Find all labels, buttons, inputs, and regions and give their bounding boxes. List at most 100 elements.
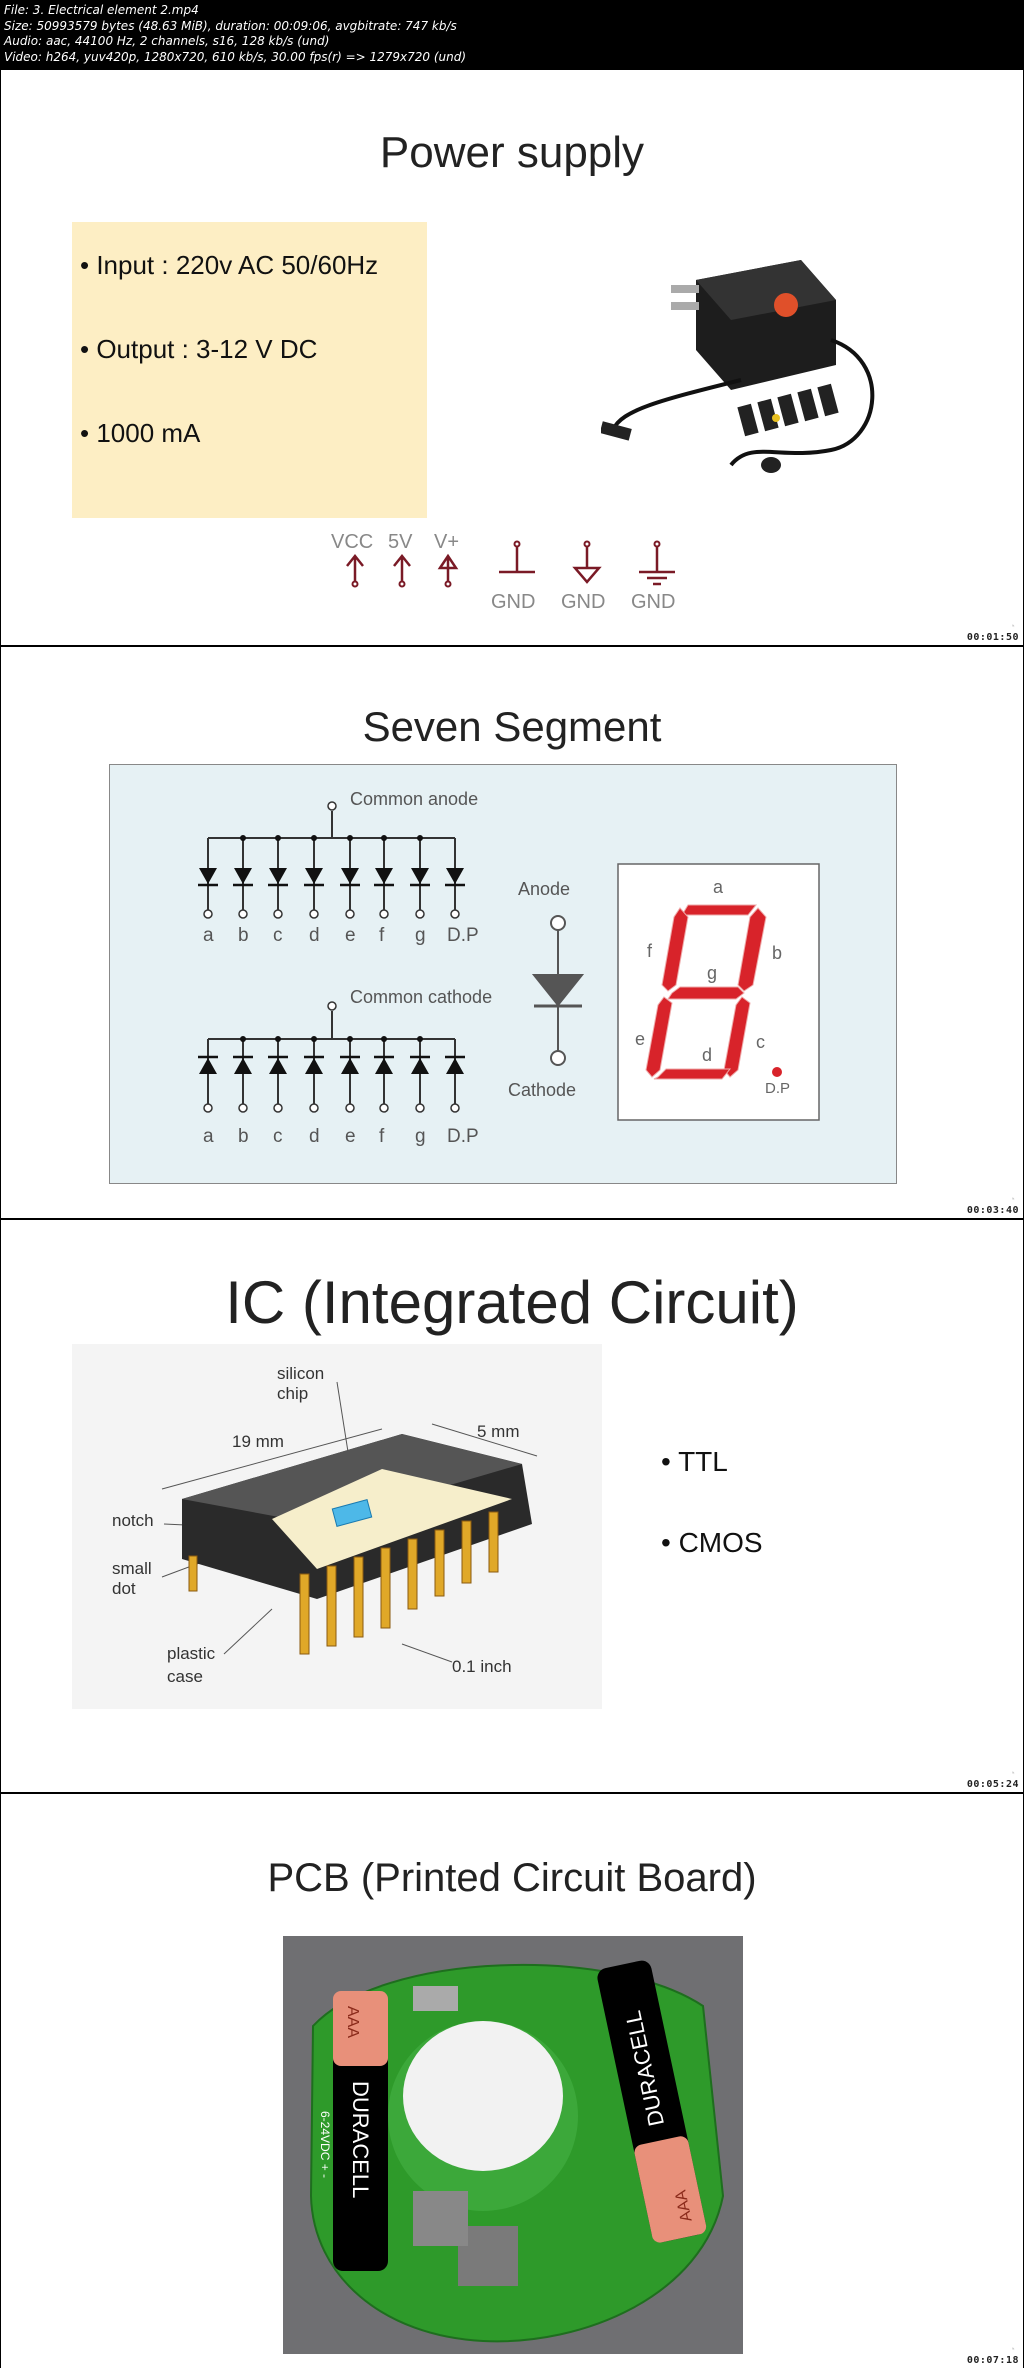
diode-icon [269,1058,287,1074]
slide-title: Power supply [379,128,645,177]
pin-label: g [415,1126,426,1147]
diode-icon [375,1058,393,1074]
battery-left: DURACELL AAA [333,1991,388,2271]
seg-label-e: e [635,1029,645,1049]
case-label: case [167,1667,203,1686]
pin-label: g [415,925,426,946]
bullet-ttl: • TTL [661,1446,728,1477]
gnd-label-1: GND [491,591,535,613]
video-line: Video: h264, yuv420p, 1280x720, 610 kb/s… [4,49,467,64]
segment-f [661,907,689,992]
diode-icon [199,868,217,884]
power-adapter-photo [601,260,875,473]
bullet-output: • Output : 3-12 V DC [80,334,318,364]
seg-label-g: g [707,963,717,983]
pin-label: c [273,1126,283,1147]
gnd-label-3: GND [631,591,675,613]
timestamp: 00:01:50 [966,632,1019,643]
pin-label: f [379,1126,385,1147]
slide-pcb: PCB (Printed Circuit Board) DURACELL AAA… [0,1792,1024,2368]
slide-title: PCB (Printed Circuit Board) [267,1856,757,1900]
diode-symbol-icon [531,915,585,1066]
notch-label: notch [112,1511,154,1530]
diode-icon [446,868,464,884]
pitch-label: 0.1 inch [452,1657,512,1676]
battery-type-right: AAA [672,2188,695,2223]
bullet-input: • Input : 220v AC 50/60Hz [80,250,379,280]
power-symbols: VCC 5V V+ GND GND GND [331,531,675,613]
pin-label: D.P [447,925,479,946]
vplus-arrow-icon [437,553,459,582]
slide-power-supply: Power supply • Input : 220v AC 50/60Hz •… [0,68,1024,645]
seg-label-f: f [647,941,653,961]
segment-a [681,904,758,916]
diode-icon [305,868,323,884]
watermark: ◔ [1009,1768,1015,1778]
pin-label: f [379,925,385,946]
slide-title: IC (Integrated Circuit) [225,1269,799,1336]
segment-e [645,996,673,1078]
pin-label: D.P [447,1126,479,1147]
gnd-label-2: GND [561,591,605,613]
seg-label-d: d [702,1045,712,1065]
voltage-marking: 6-24VDC + - [318,2111,332,2178]
plastic-label: plastic [167,1644,216,1663]
diode-icon [269,868,287,884]
gnd-flat-icon [499,546,535,574]
ic-cutaway-figure: silicon chip 19 mm 5 mm notch small dot … [72,1344,602,1709]
battery-right: DURACELL AAA [597,1960,707,2243]
pin-label: a [203,1126,214,1147]
watermark: ◔ [1009,621,1015,631]
pin-label: a [203,925,214,946]
pcb-render-figure: DURACELL AAA 6-24VDC + - DURACELL AAA [283,1936,743,2354]
pin-label: e [345,1126,356,1147]
pin-label: d [309,925,320,946]
diode-icon [341,868,359,884]
diode-icon [305,1058,323,1074]
small-label: small [112,1559,152,1578]
gnd-triangle-icon [572,546,602,584]
silicon-label: silicon [277,1364,324,1383]
5v-arrow-icon [393,553,411,582]
battery-type-left: AAA [344,2006,361,2038]
cathode-label: Cathode [508,1080,576,1100]
segment-c [723,996,751,1078]
dot-label: dot [112,1579,136,1598]
chip-label: chip [277,1384,308,1403]
seg-label-a: a [713,877,724,897]
common-anode-label: Common anode [350,789,478,809]
bullet-cmos: • CMOS [661,1527,763,1558]
diode-icon [446,1058,464,1074]
earth-ground-icon [639,546,675,586]
diode-icon [341,1058,359,1074]
seg-label-c: c [756,1032,765,1052]
slide-seven-segment: Seven Segment Common anode Common cathod… [0,645,1024,1218]
pin-label: c [273,925,283,946]
5v-label: 5V [388,531,413,553]
width-label: 5 mm [477,1422,520,1441]
diode-icon [411,1058,429,1074]
diode-icon [411,868,429,884]
vplus-label: V+ [434,531,459,553]
timestamp: 00:07:18 [966,2355,1019,2366]
pin-label: b [238,1126,249,1147]
diode-icon [234,868,252,884]
slide-ic: IC (Integrated Circuit) silicon chip 19 … [0,1218,1024,1792]
seg-label-dp: D.P [765,1080,790,1097]
pin-label: b [238,925,249,946]
pin-label: d [309,1126,320,1147]
segment-dp [772,1067,782,1077]
vcc-label: VCC [331,531,373,553]
seg-label-b: b [772,943,782,963]
timestamp: 00:05:24 [966,1779,1019,1790]
battery-brand-left: DURACELL [348,2081,373,2198]
spec-box: • Input : 220v AC 50/60Hz • Output : 3-1… [72,222,427,518]
pin-label: e [345,925,356,946]
file-name-line: File: 3. Electrical element 2.mp4 [4,3,199,17]
watermark: ◔ [1009,1194,1015,1204]
bullet-current: • 1000 mA [80,418,201,448]
file-info-header: File: 3. Electrical element 2.mp4 Size: … [0,0,1024,68]
segment-g [667,986,745,1000]
audio-line: Audio: aac, 44100 Hz, 2 channels, s16, 1… [4,34,330,48]
